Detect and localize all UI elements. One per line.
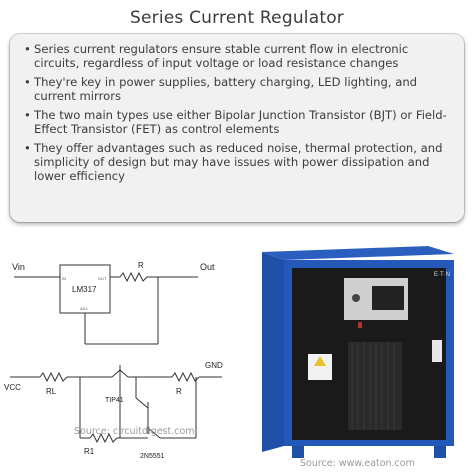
- page-title: Series Current Regulator: [129, 8, 344, 28]
- label-pin-out: OUT: [98, 276, 107, 281]
- label-r2: R: [176, 387, 182, 396]
- device-brand: E·T·N: [434, 272, 450, 278]
- label-out: Out: [200, 262, 215, 272]
- label-pin-in: IN: [62, 276, 66, 281]
- bullet-item: The two main types use either Bipolar Ju…: [24, 108, 450, 136]
- label-r: R: [138, 261, 144, 270]
- label-tip41: TIP41: [105, 397, 124, 404]
- source-left: Source: circuitdigest.com: [74, 426, 195, 437]
- label-vcc: VCC: [4, 383, 21, 392]
- label-vin: Vin: [12, 262, 25, 272]
- bullet-item: They offer advantages such as reduced no…: [24, 141, 450, 183]
- label-r1: R1: [84, 447, 95, 456]
- bullet-item: Series current regulators ensure stable …: [24, 42, 450, 70]
- label-lm317: LM317: [72, 285, 97, 294]
- bullet-item: They're key in power supplies, battery c…: [24, 75, 450, 103]
- label-gnd: GND: [205, 361, 223, 370]
- device-illustration: E·T·N: [262, 246, 454, 458]
- bullet-list: Series current regulators ensure stable …: [10, 34, 464, 183]
- knob-icon: [352, 294, 360, 302]
- label-2n5551: 2N5551: [140, 453, 165, 460]
- label-rl: RL: [46, 387, 57, 396]
- summary-card: Series current regulators ensure stable …: [10, 34, 464, 222]
- warning-icon: [314, 356, 326, 366]
- source-right: Source: www.eaton.com: [300, 458, 415, 469]
- label-pin-adj: ADJ: [80, 306, 88, 311]
- circuit-diagram: Vin LM317 IN OUT ADJ R Out VCC GND RL TI…: [4, 261, 223, 460]
